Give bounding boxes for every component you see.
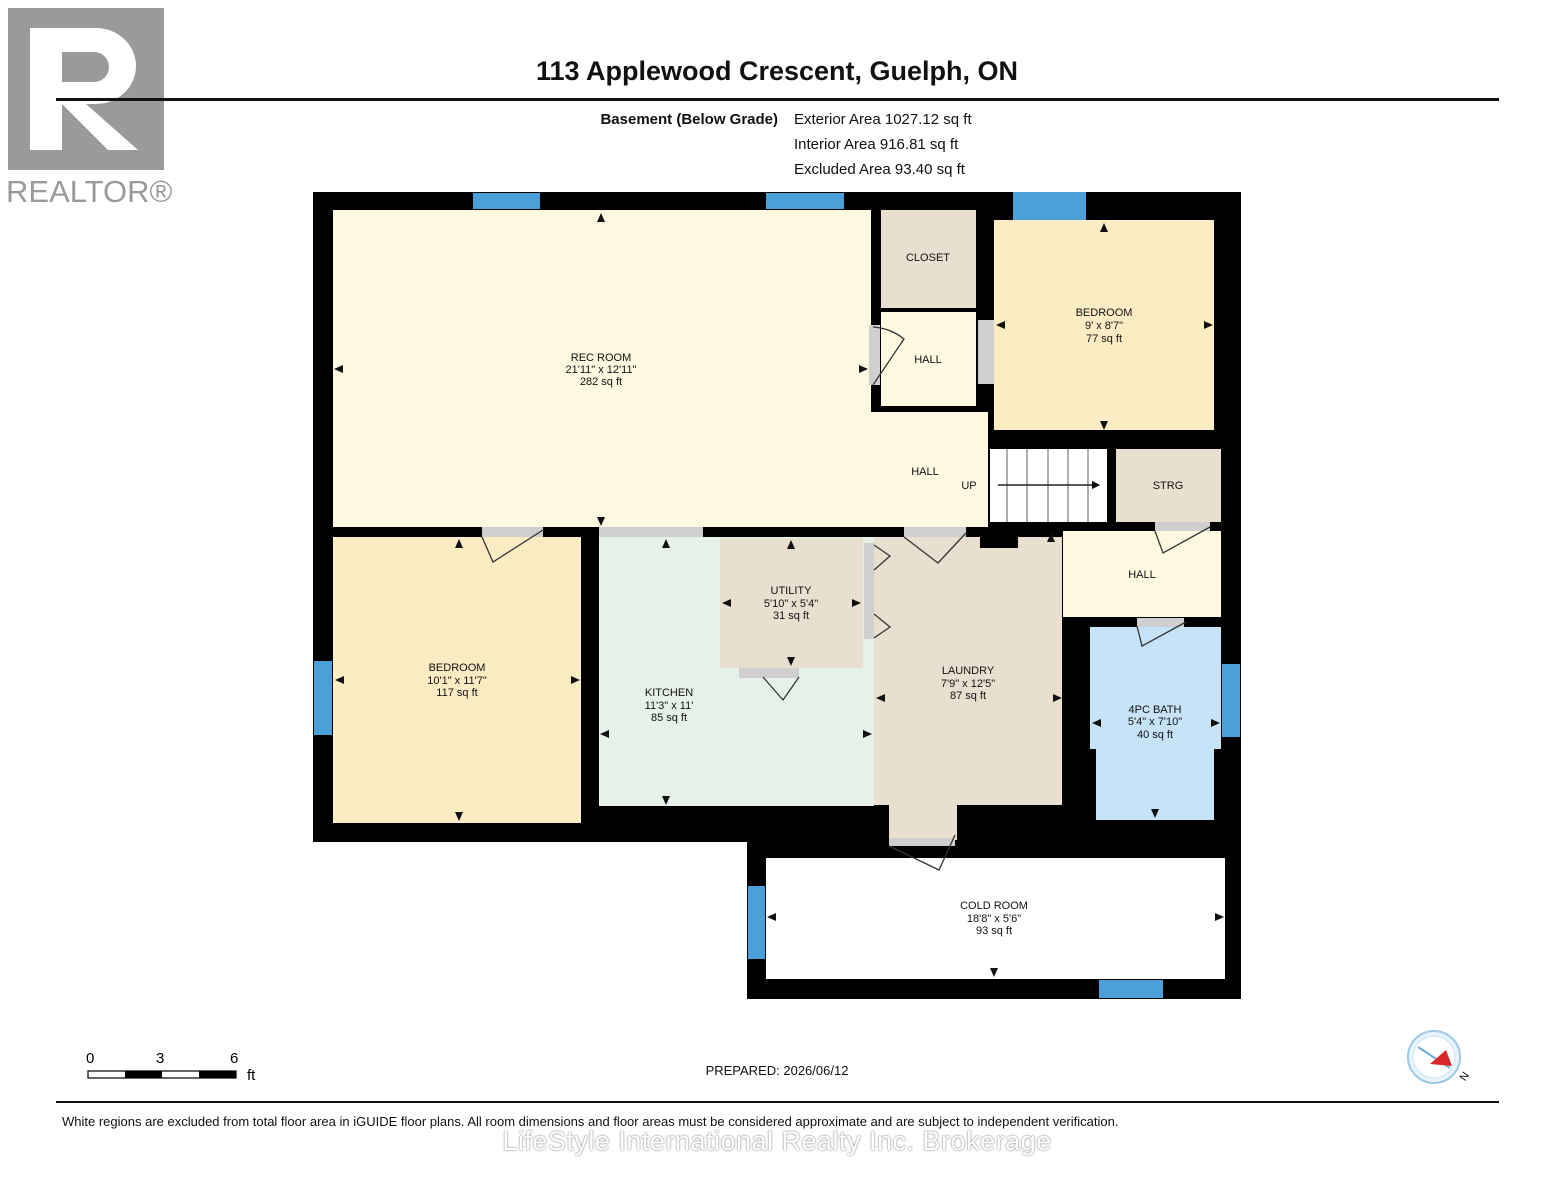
bedroom-right-area (994, 220, 1214, 430)
kitchen-area-text: 85 sq ft (651, 712, 687, 724)
scale-tick-0: 0 (86, 1050, 94, 1067)
door-openings (482, 320, 1210, 846)
bath-area-lower (1096, 749, 1214, 820)
bedroom-left-area-text: 117 sq ft (436, 687, 477, 699)
room-labels: REC ROOM 21'11" x 12'11" 282 sq ft CLOSE… (427, 252, 1183, 937)
scale-bar: 0 6 3 6 ft (86, 1050, 256, 1084)
utility-name: UTILITY (771, 585, 813, 597)
rec-room-dims: 21'11" x 12'11" (566, 364, 637, 376)
hall-main-area (871, 412, 988, 527)
excluded-area: Excluded Area 93.40 sq ft (794, 161, 965, 178)
laundry-alcove (889, 805, 957, 840)
realtor-logo: REALTOR® (6, 8, 173, 209)
cold-room-area (766, 858, 1225, 979)
scale-unit: ft (247, 1067, 256, 1084)
bedroom-right-area-text: 77 sq ft (1086, 333, 1122, 345)
bedroom-right-name: BEDROOM (1076, 307, 1133, 319)
disclaimer-text: White regions are excluded from total fl… (62, 1114, 1119, 1129)
storage-area (1116, 449, 1221, 522)
bath-dims: 5'4" x 7'10" (1128, 716, 1182, 728)
rec-room-name: REC ROOM (571, 352, 632, 364)
stairs (998, 449, 1101, 522)
laundry-name: LAUNDRY (942, 665, 995, 677)
hall-right-name: HALL (1128, 569, 1156, 581)
dimension-arrows (334, 213, 1224, 977)
bedroom-left-dims: 10'1" x 11'7" (427, 675, 487, 687)
rec-room-area (333, 210, 871, 527)
laundry-area-text: 87 sq ft (950, 690, 986, 702)
windows (314, 192, 1240, 998)
floor-label: Basement (Below Grade) (600, 111, 778, 128)
bath-area-text: 40 sq ft (1137, 729, 1173, 741)
kitchen-name: KITCHEN (645, 687, 693, 699)
closet-name: CLOSET (906, 252, 950, 264)
utility-area (720, 538, 863, 668)
door-swings (481, 326, 1211, 871)
laundry-dims: 7'9" x 12'5" (941, 678, 995, 690)
cold-room-area-text: 93 sq ft (976, 925, 1012, 937)
scale-tick-3-label: 3 (156, 1050, 164, 1067)
cold-room-dims: 18'8" x 5'6" (967, 913, 1021, 925)
storage-name: STRG (1153, 480, 1184, 492)
prepared-date: PREPARED: 2026/06/12 (705, 1063, 849, 1078)
stairs-up-label: UP (961, 480, 976, 492)
utility-area-text: 31 sq ft (773, 610, 809, 622)
bedroom-right-dims: 9' x 8'7" (1085, 320, 1123, 332)
interior-area: Interior Area 916.81 sq ft (794, 136, 959, 153)
bedroom-left-name: BEDROOM (429, 662, 486, 674)
brokerage-watermark: LifeStyle International Realty Inc. Brok… (502, 1126, 1052, 1156)
cold-room-name: COLD ROOM (960, 900, 1028, 912)
hall-upper-area (881, 312, 976, 406)
rec-room-area-text: 282 sq ft (580, 376, 622, 388)
realtor-wordmark: REALTOR® (6, 174, 173, 209)
hall-right-area (1063, 531, 1221, 617)
utility-dims: 5'10" x 5'4" (764, 598, 818, 610)
scale-tick-6-label: 6 (230, 1050, 238, 1067)
bedroom-left-area (333, 537, 581, 823)
page-title: 113 Applewood Crescent, Guelph, ON (535, 56, 1019, 86)
title-divider (56, 98, 1499, 101)
closet-area (881, 210, 976, 308)
laundry-area (874, 537, 1062, 805)
bath-name: 4PC BATH (1129, 704, 1182, 716)
exterior-area: Exterior Area 1027.12 sq ft (794, 111, 972, 128)
footer-divider (56, 1101, 1499, 1103)
hall-main-name: HALL (911, 466, 939, 478)
hall-upper-name: HALL (914, 354, 942, 366)
bath-area (1090, 627, 1221, 749)
kitchen-dims: 11'3" x 11' (645, 700, 694, 712)
